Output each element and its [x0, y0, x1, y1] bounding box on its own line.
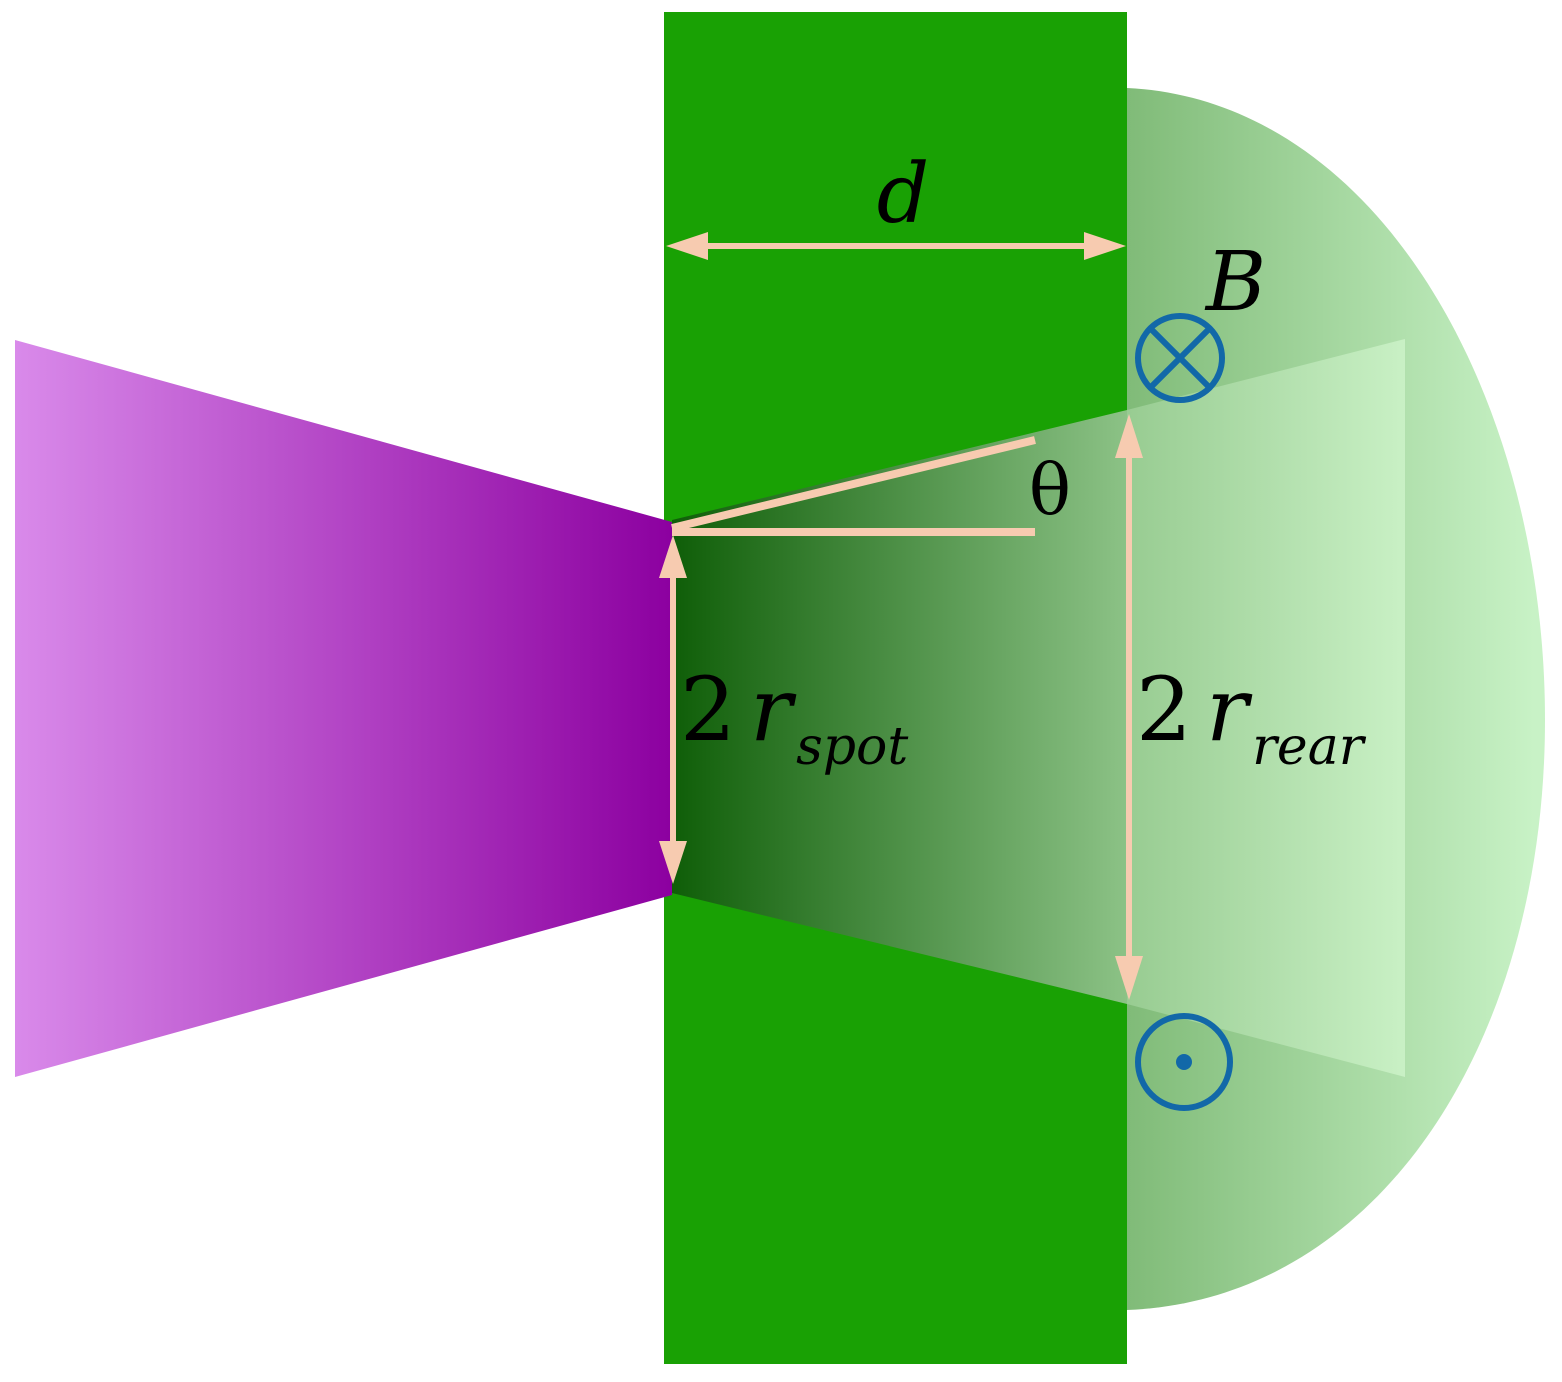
electron-cone-rear [1127, 339, 1405, 1077]
laser-beam [15, 340, 672, 1077]
thickness-label: d [877, 147, 930, 242]
thickness-arrow [666, 232, 1126, 260]
angle-label: θ [1029, 449, 1071, 531]
spot-diameter-arrow [659, 535, 687, 884]
rear-diameter-arrow [1115, 414, 1143, 1000]
electron-cone [672, 410, 1127, 1004]
circle-dot-icon [1135, 1013, 1233, 1111]
angle-lines [671, 436, 1036, 536]
field-label: B [1204, 235, 1266, 330]
circle-cross-icon [1135, 313, 1225, 403]
